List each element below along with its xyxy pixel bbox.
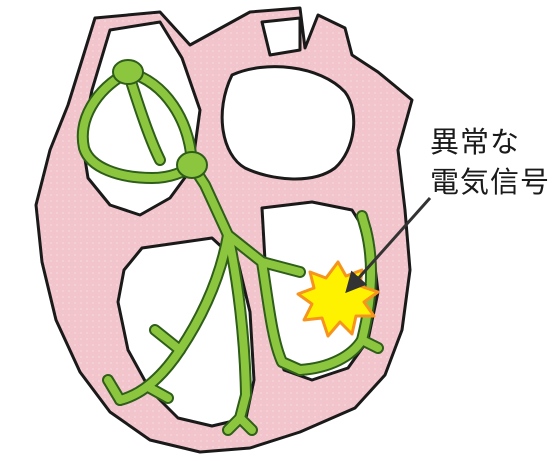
left-atrium (222, 67, 354, 179)
label-line-1: 異常な (430, 122, 558, 162)
av-node (177, 152, 207, 178)
abnormal-signal-label: 異常な 電気信号 (430, 122, 558, 202)
label-line-2: 電気信号 (430, 162, 558, 202)
sa-node (113, 60, 143, 84)
aorta-opening (262, 18, 300, 55)
